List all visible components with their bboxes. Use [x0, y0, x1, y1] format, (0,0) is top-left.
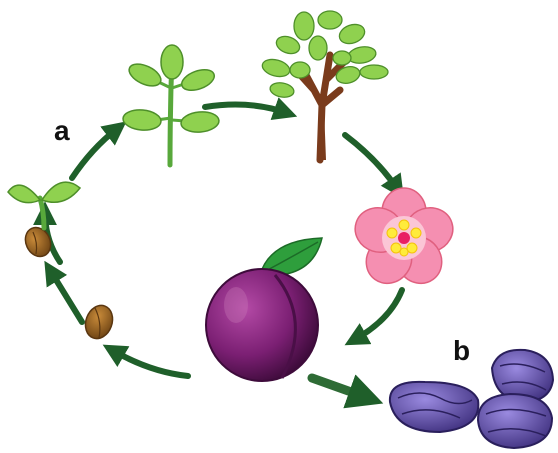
label-b: b [453, 335, 470, 366]
seed-icon [81, 302, 117, 343]
arrow-seed-to-seed [50, 270, 82, 322]
prunes-icon [390, 350, 553, 448]
label-a: a [54, 115, 70, 146]
arrow-sprout-to-tree [205, 105, 287, 113]
arrow-tree-to-flower [345, 135, 398, 190]
tree-icon [260, 11, 388, 160]
seedling-icon [8, 182, 80, 228]
arrow-seedling-to-sprout [72, 128, 118, 178]
seed-icon [21, 223, 55, 260]
plum-icon [206, 238, 322, 381]
arrow-flower-to-plum [354, 290, 402, 340]
arrow-plum-to-prunes [312, 378, 368, 398]
arrow-plum-to-seed [112, 350, 188, 376]
flower-icon [349, 188, 458, 292]
